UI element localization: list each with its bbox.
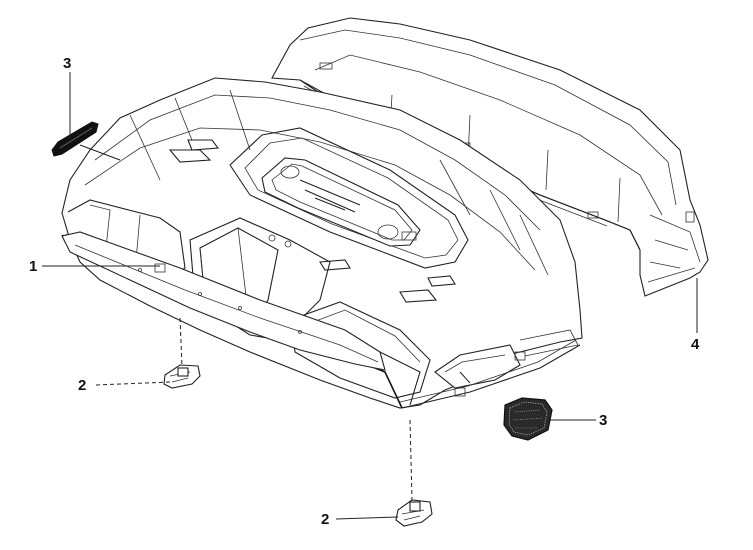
trim-cover-left — [51, 121, 99, 157]
callout-3-top: 3 — [63, 55, 71, 72]
roof-module — [61, 77, 583, 409]
clip-bracket-left — [163, 364, 201, 389]
clip-bracket-bottom — [395, 499, 433, 527]
leader-lines — [42, 72, 698, 520]
callout-3-right: 3 — [599, 412, 607, 429]
callout-2-left: 2 — [78, 377, 86, 394]
callout-4: 4 — [691, 336, 700, 353]
rear-liner-panel — [271, 17, 709, 297]
callout-2-bottom: 2 — [321, 511, 329, 528]
callout-1: 1 — [29, 258, 37, 275]
grille-cover-right — [503, 397, 553, 441]
